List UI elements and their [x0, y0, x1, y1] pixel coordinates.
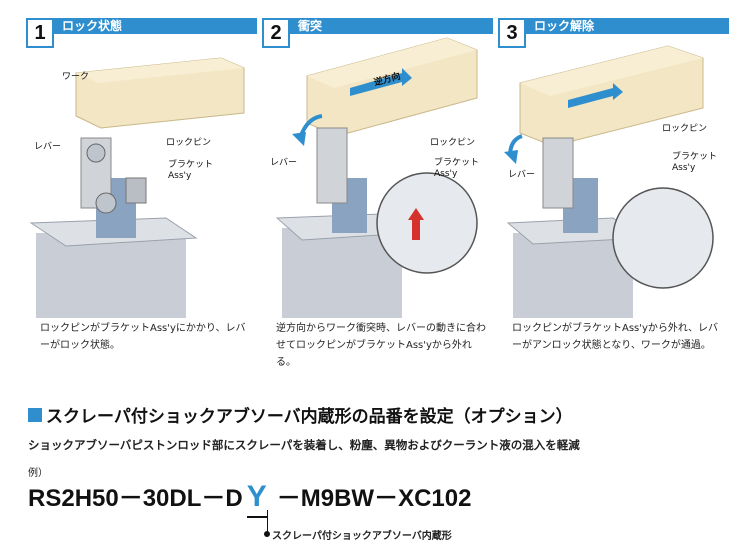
lock-state-illustration — [29, 57, 245, 318]
label-work: ワーク — [62, 72, 90, 82]
label-bracket: ブラケット Ass'y — [672, 152, 718, 173]
square-bullet-icon — [28, 407, 42, 422]
step-panel-lock: 1 ロック状態 ワーク レバー ロックピン ブラケット Ass'y ロックピンが… — [26, 18, 257, 373]
step-title: 衝突 — [290, 18, 493, 34]
label-lever: レバー — [508, 170, 536, 180]
example-label: 例） — [28, 468, 48, 479]
step-description: ロックピンがブラケットAss'yにかかり、レバーがロック状態。 — [40, 323, 246, 351]
model-option-code: Y — [246, 480, 267, 518]
step-title: ロック解除 — [526, 18, 729, 34]
model-prefix: RS2H50－30DL－D — [28, 485, 243, 512]
step-panel-unlock: 3 ロック解除 レバー ロックピン ブラケット Ass'y ロックピンがブラケッ… — [498, 18, 729, 373]
step-number: 3 — [498, 18, 526, 48]
step-header: 3 ロック解除 — [498, 18, 729, 48]
label-lever: レバー — [34, 142, 62, 152]
step-header: 2 衝突 — [262, 18, 493, 48]
callout-dot — [264, 531, 270, 537]
label-lever: レバー — [270, 158, 298, 168]
step-number: 1 — [26, 18, 54, 48]
label-bracket: ブラケット Ass'y — [168, 160, 214, 181]
section-title-text: スクレーパ付ショックアブソーバ内蔵形の品番を設定（オプション） — [46, 407, 573, 427]
label-lock-pin: ロックピン — [430, 138, 476, 148]
section-title: スクレーパ付ショックアブソーバ内蔵形の品番を設定（オプション） — [28, 402, 573, 427]
callout-line — [267, 510, 268, 534]
callout-text: スクレーパ付ショックアブソーバ内蔵形 — [272, 531, 452, 542]
label-bracket: ブラケット Ass'y — [434, 158, 480, 179]
step-description: 逆方向からワーク衝突時、レバーの動きに合わせてロックピンがブラケットAss'yか… — [276, 323, 486, 368]
label-lock-pin: ロックピン — [166, 138, 212, 148]
collision-illustration — [275, 37, 478, 318]
label-lock-pin: ロックピン — [662, 124, 708, 134]
step-panel-collision: 2 衝突 逆方向 レバー ロックピン ブラケット Ass'y 逆方向からワーク衝… — [262, 18, 493, 373]
model-suffix: －M9BW－XC102 — [276, 485, 472, 512]
step-header: 1 ロック状態 — [26, 18, 257, 48]
step-description: ロックピンがブラケットAss'yから外れ、レバーがアンロック状態となり、ワークが… — [512, 323, 719, 351]
unlock-illustration — [504, 45, 714, 318]
model-number: RS2H50－30DL－D Y －M9BW－XC102 — [28, 478, 472, 518]
section-description: ショックアブソーバピストンロッド部にスクレーパを装着し、粉塵、異物およびクーラン… — [28, 438, 580, 452]
step-title: ロック状態 — [54, 18, 257, 34]
step-number: 2 — [262, 18, 290, 48]
